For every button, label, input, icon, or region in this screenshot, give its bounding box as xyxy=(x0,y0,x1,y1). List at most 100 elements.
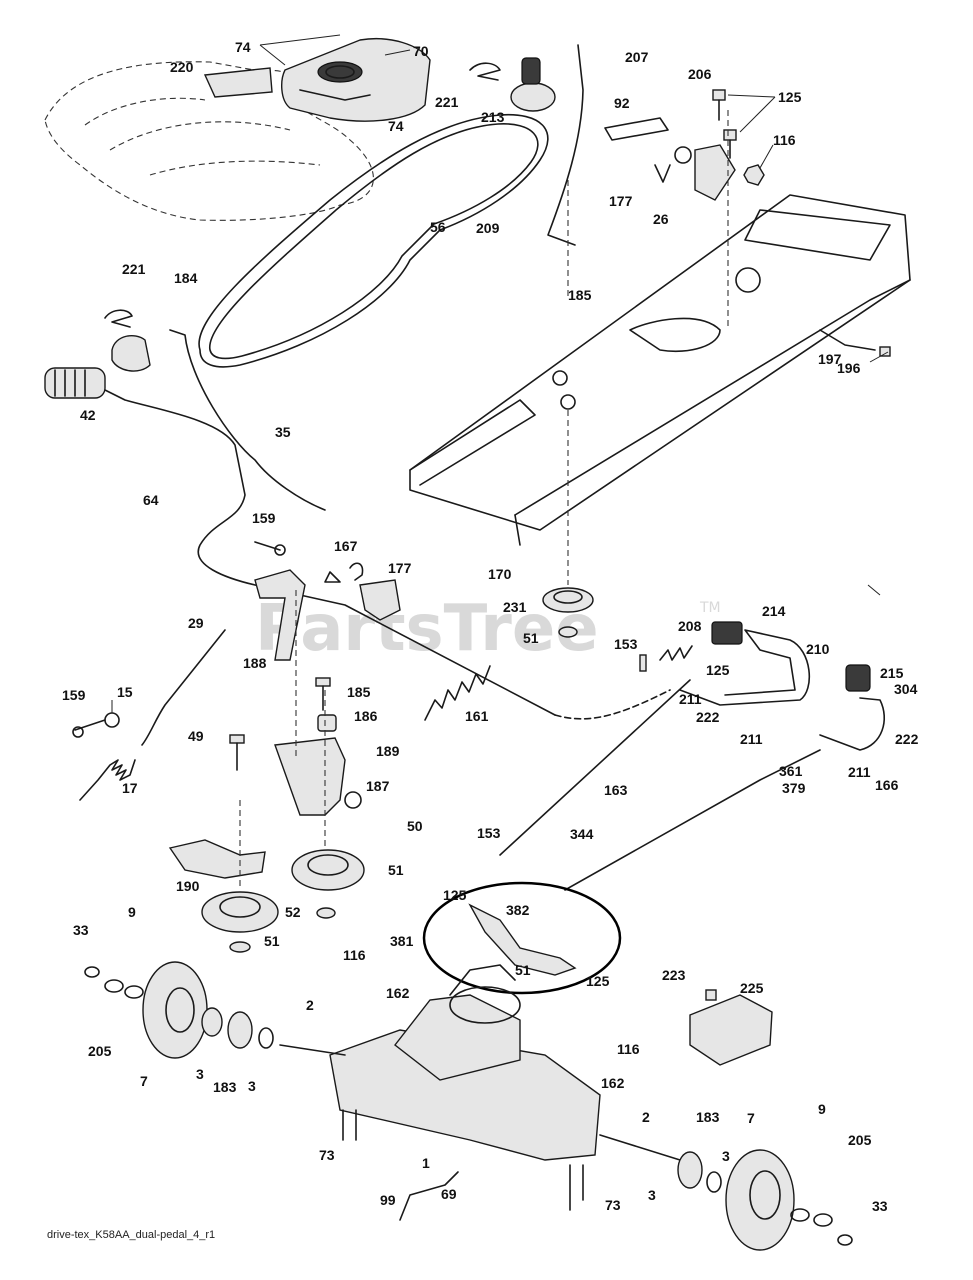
callout-9-left: 9 xyxy=(128,904,136,920)
callout-206: 206 xyxy=(688,66,712,82)
callout-35: 35 xyxy=(275,424,291,440)
callout-116-mid: 116 xyxy=(343,947,366,963)
part-196-bolt xyxy=(879,346,891,357)
part-159-pin-head xyxy=(274,544,286,556)
part-56-drive-belt xyxy=(198,113,549,368)
callout-190: 190 xyxy=(176,878,200,894)
part-223-bolt xyxy=(705,989,717,1001)
part-190-shield xyxy=(168,839,266,879)
part-35-rod xyxy=(169,329,326,511)
callout-116-top: 116 xyxy=(773,132,796,148)
part-381-bracket-outline xyxy=(422,881,622,995)
callout-70: 70 xyxy=(413,43,429,59)
callout-125-mid: 125 xyxy=(706,662,730,678)
callout-49: 49 xyxy=(188,728,204,744)
callout-50: 50 xyxy=(407,818,423,834)
part-220-label-plate xyxy=(203,67,273,98)
part-shaft-dashed xyxy=(554,689,671,720)
part-153-clip-upper xyxy=(639,654,647,672)
part-177-clip xyxy=(349,562,364,581)
part-381-bracket xyxy=(468,903,577,976)
part-163-rod xyxy=(499,679,691,856)
part-7-wheel-hub-left xyxy=(142,961,223,1059)
callout-162-left: 162 xyxy=(386,985,410,1001)
part-161-spring xyxy=(424,665,491,721)
callout-214: 214 xyxy=(762,603,786,619)
callout-29: 29 xyxy=(188,615,204,631)
callout-225: 225 xyxy=(740,980,764,996)
part-33-clip-right xyxy=(837,1234,853,1246)
callout-211-a: 211 xyxy=(679,691,702,707)
callout-186: 186 xyxy=(354,708,378,724)
callout-196: 196 xyxy=(837,360,861,376)
callout-33-left: 33 xyxy=(73,922,89,938)
callout-73-left: 73 xyxy=(319,1147,335,1163)
part-167-clip xyxy=(324,571,341,583)
callout-3-right-b: 3 xyxy=(648,1187,656,1203)
part-213-knob xyxy=(510,57,556,112)
part-221-hairpin-clip xyxy=(469,62,501,81)
callout-33-right: 33 xyxy=(872,1198,888,1214)
callout-210: 210 xyxy=(806,641,830,657)
callout-leaders xyxy=(111,34,889,713)
callout-185-mid: 185 xyxy=(347,684,371,700)
part-17-spring xyxy=(79,759,136,801)
watermark-trademark: TM xyxy=(699,600,721,616)
callout-3-left-b: 3 xyxy=(248,1078,256,1094)
callout-51-bracket: 51 xyxy=(515,962,531,978)
callout-161: 161 xyxy=(465,708,489,724)
callout-162-right: 162 xyxy=(601,1075,625,1091)
part-187-washer xyxy=(344,791,362,809)
callout-220: 220 xyxy=(170,59,194,75)
part-3-washer-left xyxy=(258,1027,274,1049)
callout-188: 188 xyxy=(243,655,267,671)
part-64-shift-shaft xyxy=(104,389,556,716)
part-183-spacer-left xyxy=(227,1011,253,1049)
callout-153-lower: 153 xyxy=(477,825,501,841)
callout-15: 15 xyxy=(117,684,133,700)
callout-9-right: 9 xyxy=(818,1101,826,1117)
callout-221-left: 221 xyxy=(122,261,146,277)
part-7-wheel-hub-right xyxy=(725,1149,795,1251)
callout-3-right-a: 3 xyxy=(722,1148,730,1164)
part-29-rod xyxy=(141,629,226,746)
callout-208: 208 xyxy=(678,618,702,634)
callout-344: 344 xyxy=(570,826,594,842)
part-pedal-bracket-upper xyxy=(359,579,401,621)
callout-51-lower: 51 xyxy=(264,933,280,949)
callout-189: 189 xyxy=(376,743,400,759)
callout-382: 382 xyxy=(506,902,530,918)
callout-177-top: 177 xyxy=(609,193,633,209)
callout-215: 215 xyxy=(880,665,904,681)
callout-73-right: 73 xyxy=(605,1197,621,1213)
part-159-pin-lower-head xyxy=(72,726,84,738)
callout-361: 361 xyxy=(779,763,803,779)
alignment-dashed-lines xyxy=(239,110,729,890)
callout-170: 170 xyxy=(488,566,512,582)
part-116-nut xyxy=(743,164,765,186)
part-56-drive-belt-inner xyxy=(209,123,539,360)
callout-99: 99 xyxy=(380,1192,396,1208)
part-225-plate xyxy=(689,994,773,1066)
callout-187: 187 xyxy=(366,778,390,794)
callout-304: 304 xyxy=(894,681,918,697)
callout-3-left-a: 3 xyxy=(196,1066,204,1082)
callout-2-right: 2 xyxy=(642,1109,650,1125)
part-1-transaxle xyxy=(279,964,681,1161)
callout-205-right: 205 xyxy=(848,1132,872,1148)
dash-cover-part-70 xyxy=(281,38,431,122)
part-210-pedal-arm xyxy=(679,621,811,706)
diagram-file-caption: drive-tex_K58AA_dual-pedal_4_r1 xyxy=(47,1229,216,1241)
callout-183-left: 183 xyxy=(213,1079,237,1095)
part-73-bolts-left xyxy=(342,1109,357,1141)
part-189-idler-bracket xyxy=(274,737,346,816)
callout-92: 92 xyxy=(614,95,630,111)
callout-74-mid: 74 xyxy=(388,118,404,134)
part-125-bolts xyxy=(712,89,737,159)
part-49-bolt xyxy=(229,734,245,771)
callout-116-right: 116 xyxy=(617,1041,640,1057)
callout-184: 184 xyxy=(174,270,198,286)
part-52-pulley xyxy=(201,891,279,953)
callout-211-b: 211 xyxy=(740,731,763,747)
